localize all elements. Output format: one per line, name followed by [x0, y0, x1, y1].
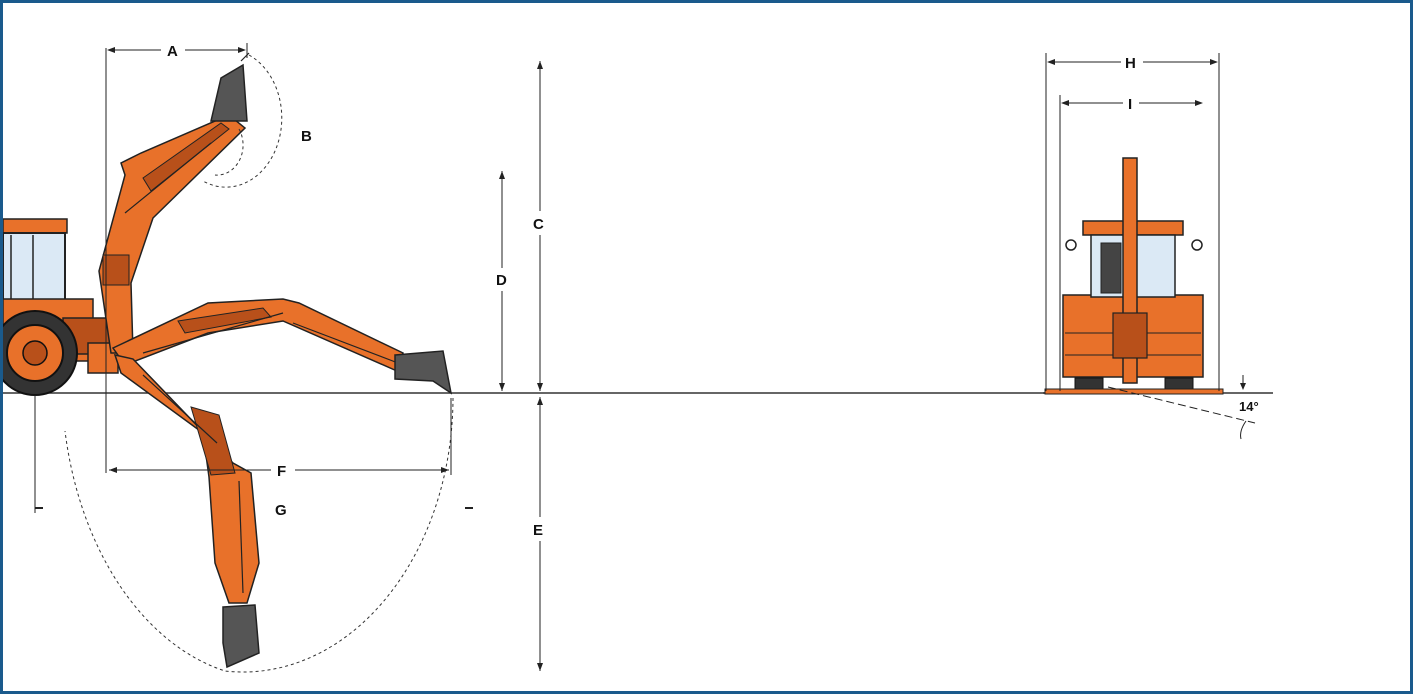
label-E: E — [533, 522, 543, 539]
label-H: H — [1125, 55, 1136, 72]
arc-bucket-rotation-inner — [214, 128, 244, 176]
dimension-angle — [1107, 375, 1256, 440]
label-angle: 14° — [1239, 399, 1259, 414]
dimension-C — [537, 61, 543, 391]
arc-dig-depth — [64, 397, 454, 673]
boom-raised — [98, 52, 250, 354]
label-D: D — [496, 272, 507, 289]
label-B: B — [301, 128, 312, 145]
dimension-H — [1045, 53, 1220, 391]
arc-bucket-rotation — [202, 54, 283, 188]
label-I: I — [1128, 96, 1132, 113]
dimension-G — [34, 395, 473, 513]
dimension-D — [499, 171, 505, 391]
label-C: C — [533, 216, 544, 233]
label-A: A — [167, 43, 178, 60]
dimension-I — [1059, 95, 1203, 391]
dimension-A — [105, 43, 248, 473]
backhoe-rear-view — [1044, 157, 1224, 395]
label-F: F — [277, 463, 286, 480]
boom-lowered — [113, 353, 260, 669]
dimension-E — [537, 397, 543, 671]
boom-extended — [111, 298, 453, 395]
dimension-F — [109, 398, 452, 475]
label-G: G — [275, 502, 287, 519]
backhoe-dimension-diagram: A B C D E F G — [3, 43, 1273, 673]
tractor-side-view — [3, 218, 119, 396]
